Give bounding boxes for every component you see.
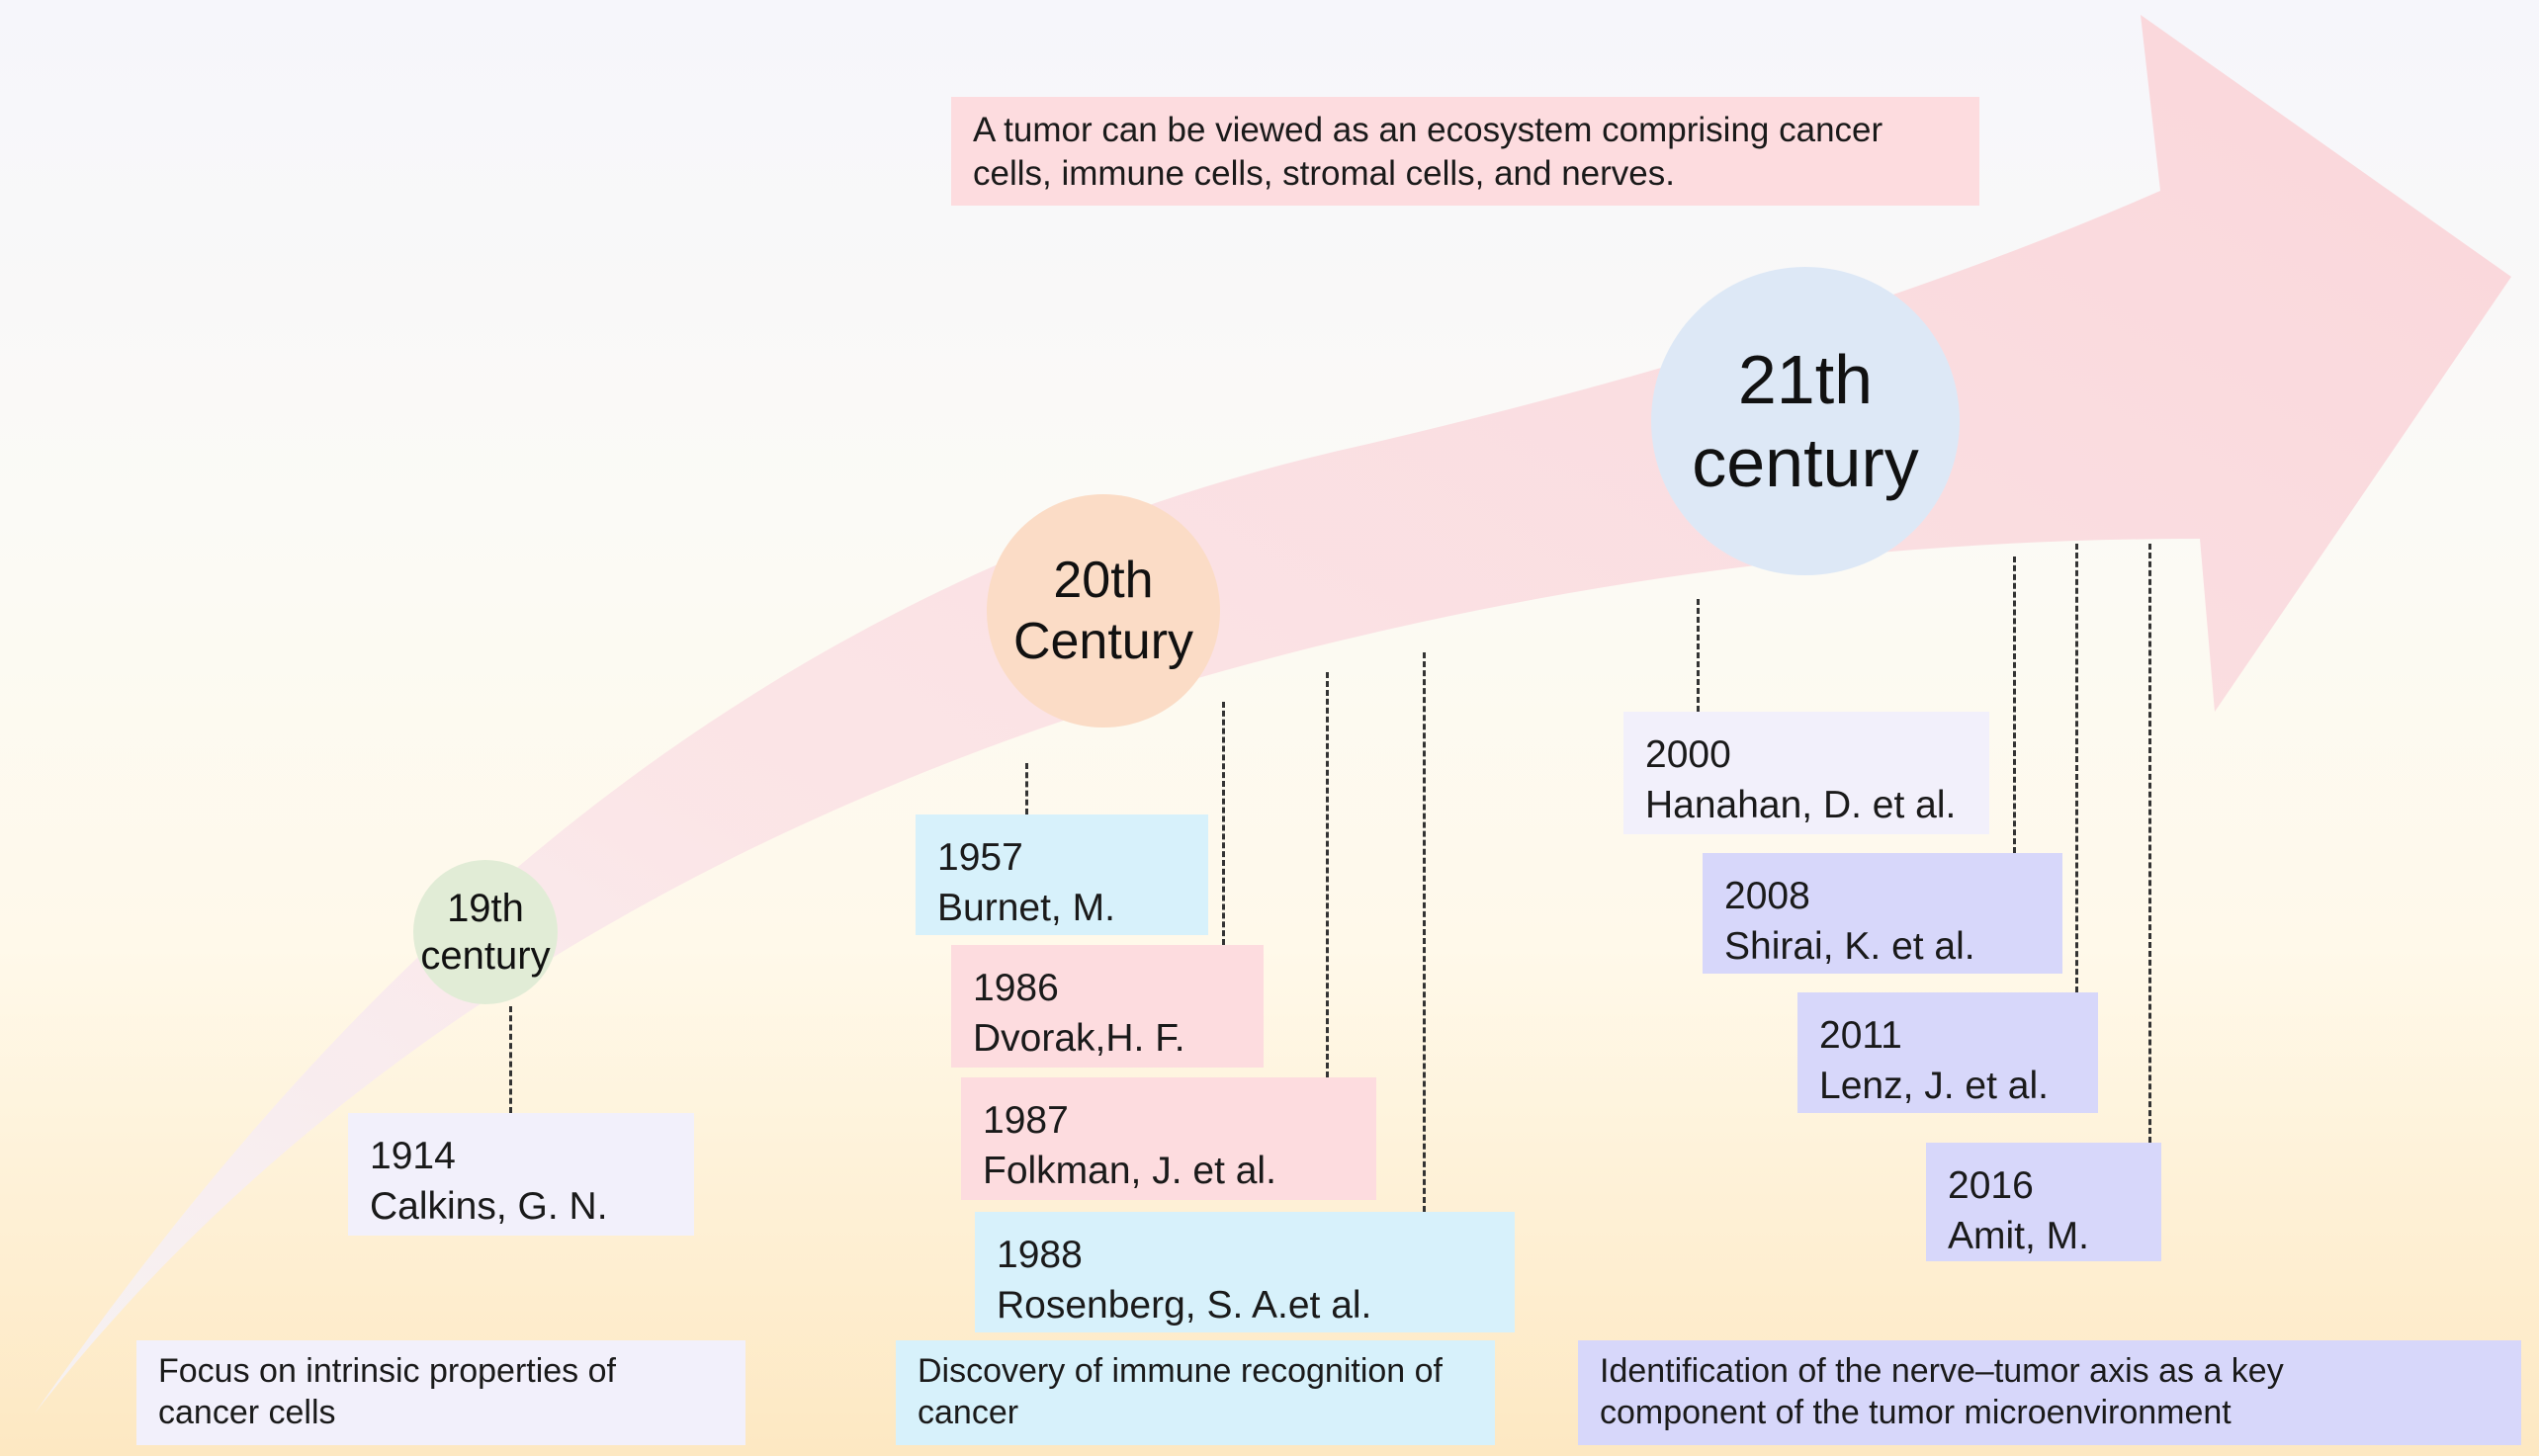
era-19th-line-2: century xyxy=(420,934,551,978)
milestone-1986: 1986 Dvorak,H. F. xyxy=(951,945,1264,1068)
milestone-2011: 2011 Lenz, J. et al. xyxy=(1797,992,2098,1113)
milestone-author: Amit, M. xyxy=(1948,1215,2089,1257)
milestone-year: 2016 xyxy=(1948,1164,2034,1207)
milestone-year: 2000 xyxy=(1645,733,1731,776)
era-20th-line-1: 20th xyxy=(1053,552,1154,609)
milestone-year: 1987 xyxy=(983,1099,1069,1142)
era-21th-line-2: century xyxy=(1692,424,1919,501)
milestone-1957: 1957 Burnet, M. xyxy=(916,814,1208,935)
focus-note-line-1: Identification of the nerve–tumor axis a… xyxy=(1600,1352,2284,1390)
milestone-year: 1986 xyxy=(973,967,1059,1009)
connector-2016 xyxy=(2148,544,2151,1143)
focus-note-line-2: cancer xyxy=(918,1394,1019,1431)
milestone-year: 1988 xyxy=(997,1234,1083,1276)
milestone-1914: 1914 Calkins, G. N. xyxy=(348,1113,694,1236)
milestone-1988: 1988 Rosenberg, S. A.et al. xyxy=(975,1212,1515,1332)
connector-1987 xyxy=(1326,672,1329,1077)
milestone-author: Lenz, J. et al. xyxy=(1819,1065,2049,1107)
header-note: A tumor can be viewed as an ecosystem co… xyxy=(951,97,1979,206)
milestone-author: Shirai, K. et al. xyxy=(1724,925,1975,968)
connector-1914 xyxy=(509,1006,512,1113)
era-19th-century: 19th century xyxy=(413,860,558,1004)
connector-1957 xyxy=(1025,763,1028,814)
era-21th-century: 21th century xyxy=(1651,267,1960,575)
era-20th-century: 20th Century xyxy=(987,494,1220,728)
milestone-1987: 1987 Folkman, J. et al. xyxy=(961,1077,1376,1200)
era-20th-line-2: Century xyxy=(1012,613,1194,670)
milestone-author: Hanahan, D. et al. xyxy=(1645,784,1957,826)
milestone-author: Dvorak,H. F. xyxy=(973,1017,1185,1060)
milestone-2008: 2008 Shirai, K. et al. xyxy=(1703,853,2062,974)
era-19th-line-1: 19th xyxy=(447,887,524,930)
focus-note-21th: Identification of the nerve–tumor axis a… xyxy=(1578,1340,2521,1445)
focus-note-line-1: Focus on intrinsic properties of xyxy=(158,1352,616,1390)
focus-note-19th: Focus on intrinsic properties of cancer … xyxy=(136,1340,745,1445)
focus-note-line-2: component of the tumor microenvironment xyxy=(1600,1394,2232,1431)
era-21th-line-1: 21th xyxy=(1737,341,1874,418)
milestone-2016: 2016 Amit, M. xyxy=(1926,1143,2161,1261)
connector-1986 xyxy=(1222,702,1225,945)
connector-2011 xyxy=(2075,544,2078,992)
focus-note-line-1: Discovery of immune recognition of xyxy=(918,1352,1444,1390)
milestone-author: Folkman, J. et al. xyxy=(983,1150,1276,1192)
milestone-year: 2008 xyxy=(1724,875,1810,917)
milestone-author: Calkins, G. N. xyxy=(370,1185,608,1228)
connector-2008 xyxy=(2013,557,2016,853)
milestone-2000: 2000 Hanahan, D. et al. xyxy=(1623,712,1989,834)
milestone-year: 2011 xyxy=(1819,1014,1902,1057)
milestone-year: 1914 xyxy=(370,1135,456,1177)
milestone-year: 1957 xyxy=(937,836,1023,879)
milestone-author: Rosenberg, S. A.et al. xyxy=(997,1284,1372,1327)
connector-1988 xyxy=(1423,652,1426,1212)
focus-note-20th: Discovery of immune recognition of cance… xyxy=(896,1340,1495,1445)
milestone-author: Burnet, M. xyxy=(937,887,1115,929)
header-note-line-1: A tumor can be viewed as an ecosystem co… xyxy=(973,111,1883,149)
header-note-line-2: cells, immune cells, stromal cells, and … xyxy=(973,154,1675,193)
focus-note-line-2: cancer cells xyxy=(158,1394,336,1431)
connector-2000 xyxy=(1697,599,1700,712)
